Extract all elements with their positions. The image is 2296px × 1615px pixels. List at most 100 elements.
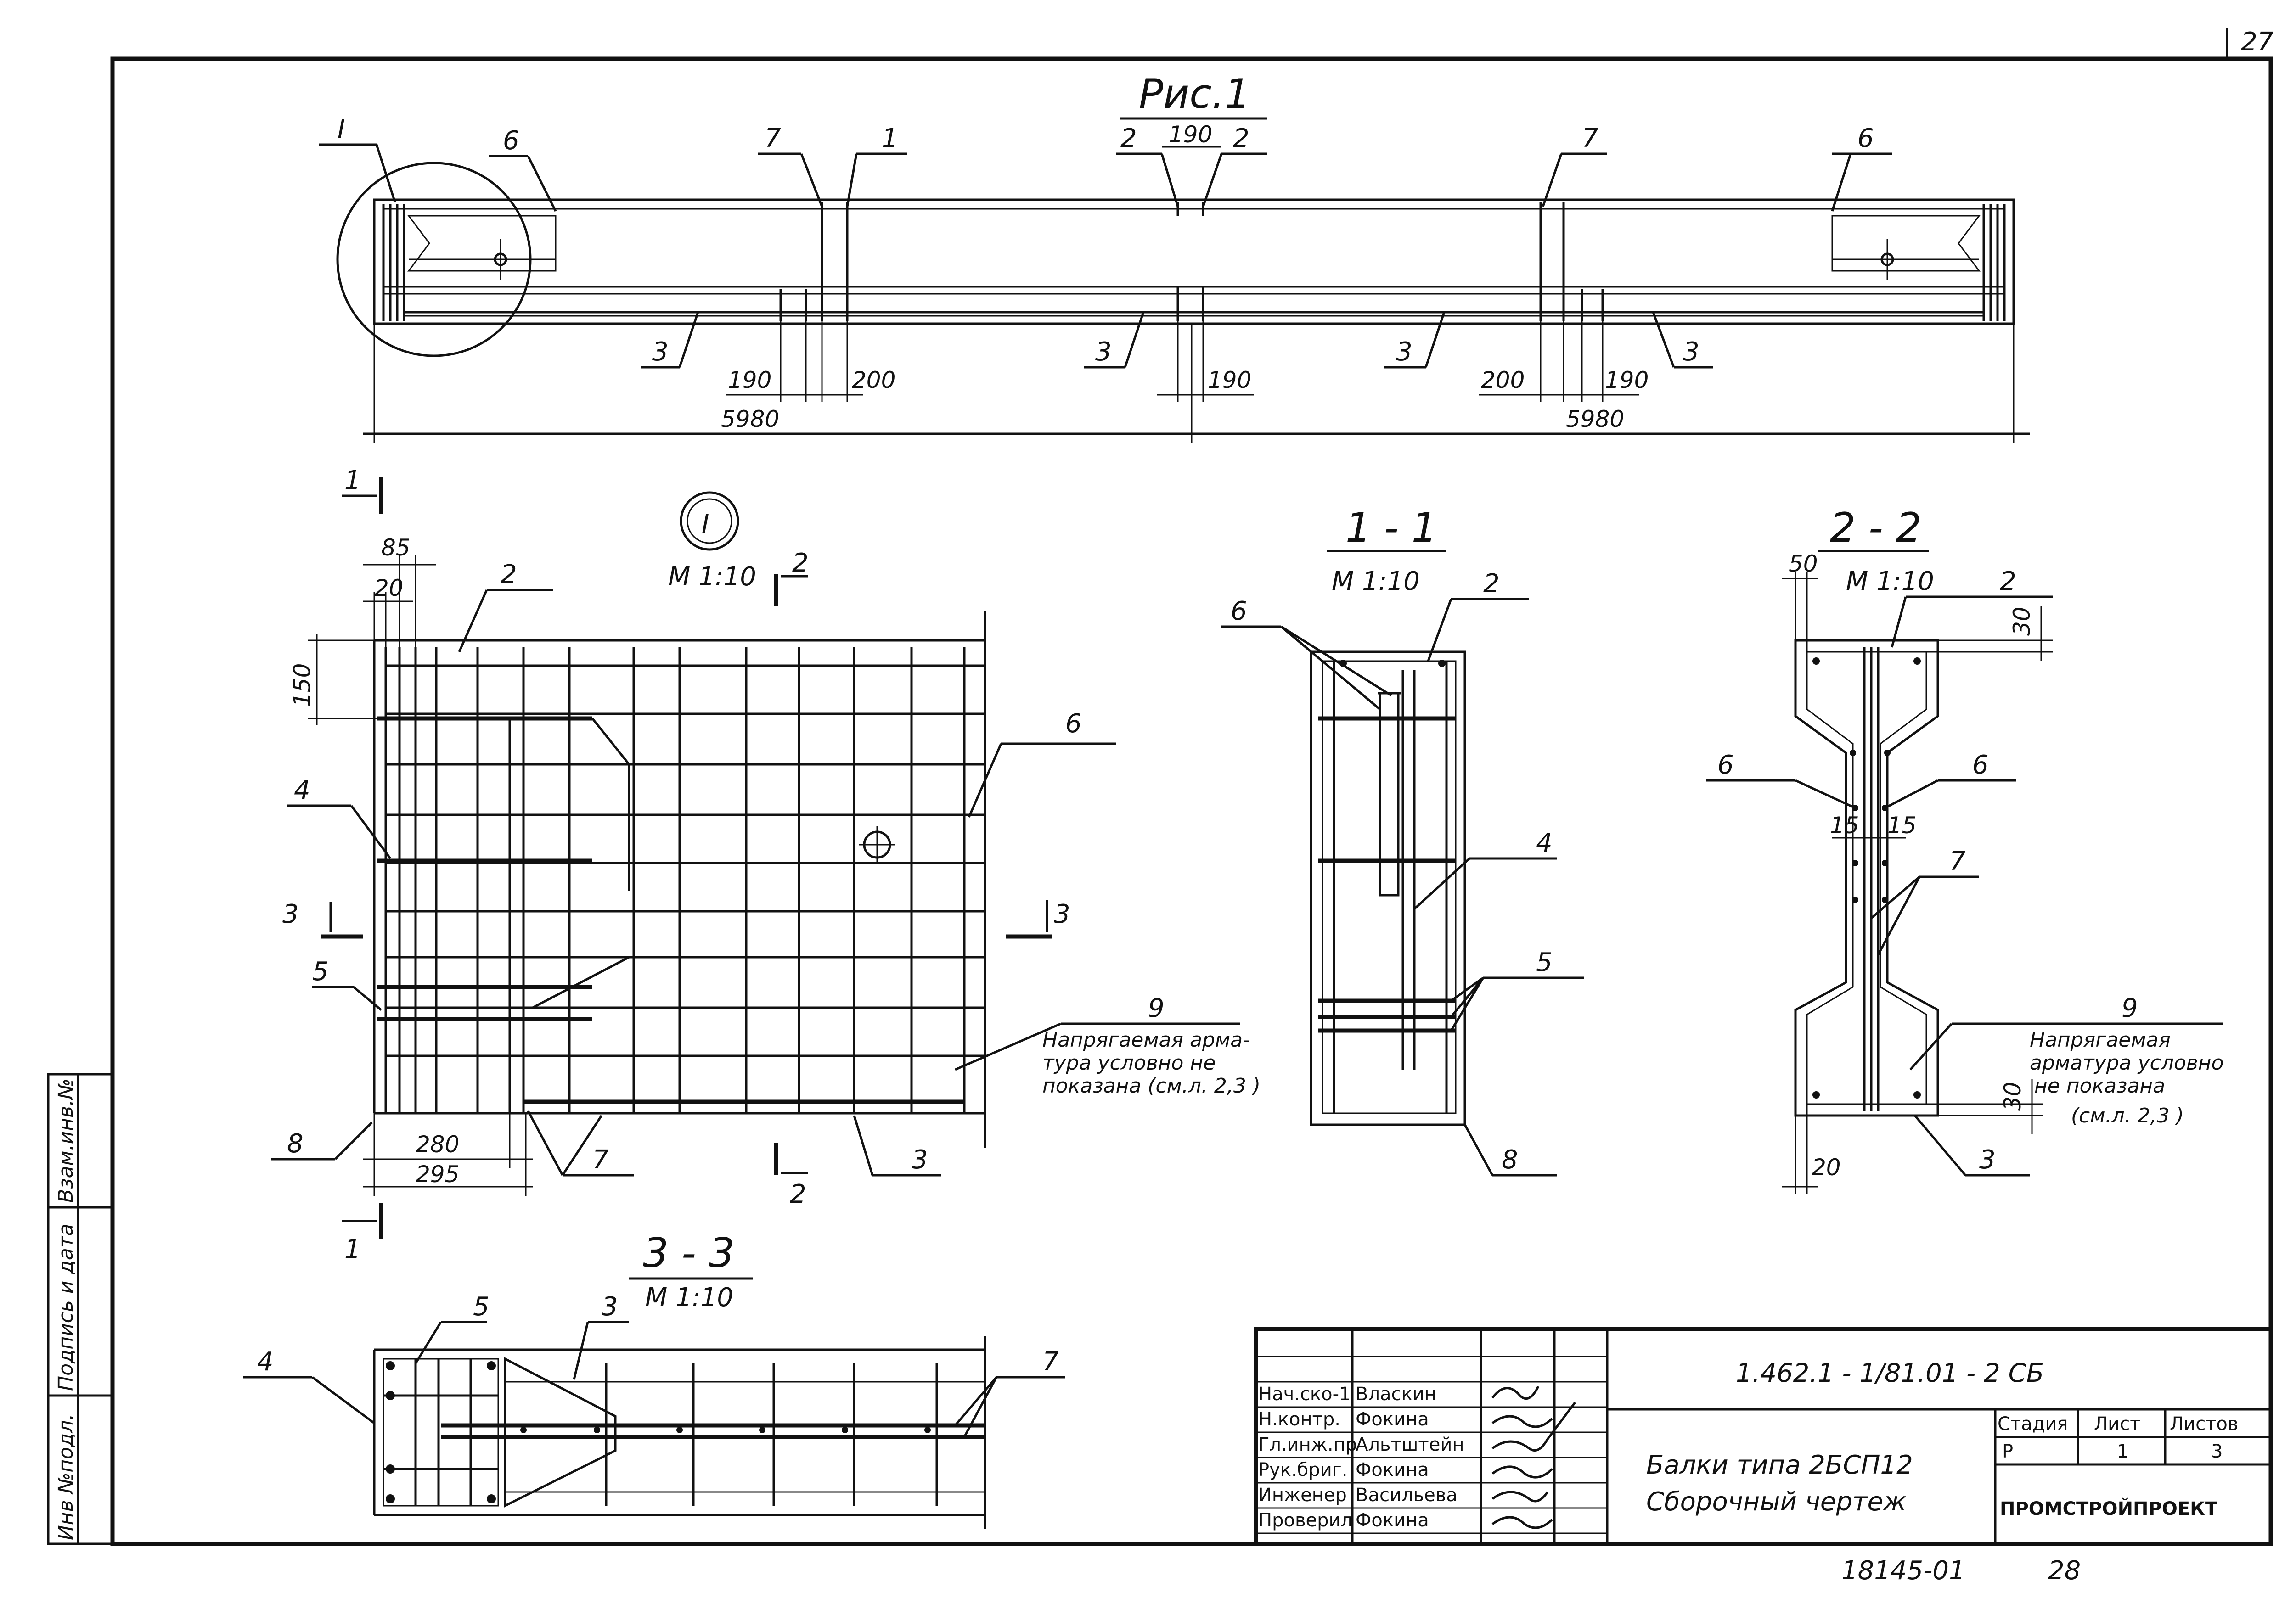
detail-callout: I [702, 509, 709, 539]
sec22-dim-20: 20 [1812, 1154, 1841, 1181]
fig1-dim-190-top: 190 [1169, 121, 1212, 148]
sec22-mark-9: 9 [2122, 993, 2138, 1023]
dim-85: 85 [381, 534, 411, 561]
cut-2-top: 2 [792, 548, 809, 578]
section-2-2: 2 - 2 М 1:10 50 30 2 6 6 [1706, 504, 2224, 1194]
stamp-cell-replace: Взам.инв.№ [54, 1078, 78, 1203]
fig1-mark-I: I [338, 114, 345, 144]
section-1-1: 1 - 1 М 1:10 6 2 4 5 8 [1221, 504, 1584, 1177]
dim-150: 150 [289, 663, 315, 707]
signatures [1491, 1385, 1576, 1529]
tb-organization: ПРОМСТРОЙПРОЕКТ [2000, 1497, 2218, 1520]
tb-sheets-header: Листов [2170, 1413, 2238, 1435]
sec22-dim-15-left: 15 [1830, 812, 1859, 839]
sec11-scale: М 1:10 [1332, 566, 1420, 596]
detail-mark-7: 7 [592, 1145, 609, 1175]
cut-1-top: 1 [344, 465, 361, 495]
sec22-note-line4: (см.л. 2,3 ) [2071, 1104, 2184, 1127]
tb-name-5: Васильева [1356, 1485, 1458, 1506]
footer-code: 18145-01 [1841, 1556, 1965, 1586]
sec22-mark-3: 3 [1979, 1145, 1996, 1175]
detail-mark-8: 8 [287, 1129, 304, 1159]
fig1-elevation: Рис.1 [319, 70, 2030, 443]
sec22-dim-30-bottom: 30 [1999, 1082, 2026, 1111]
sec33-mark-7: 7 [1042, 1347, 1059, 1377]
drawing-title-line1: Балки типа 2БСП12 [1646, 1450, 1913, 1480]
sec22-dim-15-right: 15 [1887, 812, 1917, 839]
sec11-mark-4: 4 [1536, 828, 1553, 858]
title-block: 1.462.1 - 1/81.01 - 2 СБ Нач.ско-1 Н.кон… [1254, 1327, 2273, 1546]
dim-20: 20 [374, 575, 404, 601]
detail-mark-9: 9 [1148, 993, 1165, 1023]
detail-note-line2: тура условно не [1042, 1051, 1216, 1075]
tb-role-6: Проверил [1258, 1510, 1352, 1531]
fig1-mark-1: 1 [882, 123, 898, 153]
tb-stage: Р [2002, 1441, 2013, 1462]
detail-mark-6: 6 [1065, 709, 1082, 739]
sec22-mark-6-right: 6 [1972, 750, 1989, 780]
sec22-note-line1: Напрягаемая [2030, 1028, 2171, 1052]
fig1-mark-7a: 7 [765, 123, 781, 153]
fig1-mark-2b: 2 [1233, 123, 1249, 153]
drawing-title-line2: Сборочный чертеж [1646, 1487, 1906, 1517]
sec33-mark-3: 3 [602, 1292, 618, 1322]
sec22-dim-50: 50 [1789, 550, 1818, 577]
fig1-mark-6b: 6 [1857, 123, 1874, 153]
footer-page: 28 [2048, 1556, 2081, 1586]
cut-1-bottom: 1 [344, 1234, 361, 1264]
sec11-title: 1 - 1 [1345, 504, 1437, 551]
sec33-scale: М 1:10 [645, 1283, 733, 1312]
page-number: 27 [2241, 27, 2274, 57]
detail-mark-3: 3 [912, 1145, 928, 1175]
sec11-mark-8: 8 [1502, 1145, 1518, 1175]
sec22-dim-30-top: 30 [2009, 606, 2035, 636]
cut-3-left: 3 [282, 899, 299, 929]
tb-name-2: Фокина [1356, 1409, 1429, 1430]
sec33-mark-5: 5 [473, 1292, 490, 1322]
sec22-mark-7: 7 [1949, 847, 1966, 876]
tb-name-3: Альтштейн [1356, 1434, 1464, 1455]
tb-sheets: 3 [2211, 1441, 2223, 1462]
tb-role-4: Рук.бриг. [1258, 1459, 1347, 1480]
tb-role-5: Инженер [1258, 1485, 1347, 1506]
doc-code: 1.462.1 - 1/81.01 - 2 СБ [1736, 1358, 2044, 1388]
tb-name-4: Фокина [1356, 1459, 1429, 1480]
sec22-note-line3: не показана [2034, 1074, 2165, 1098]
fig1-title: Рис.1 [1139, 70, 1250, 118]
fig1-mark-7b: 7 [1582, 123, 1598, 153]
side-stamp: Инв №подл. Подпись и дата Взам.инв.№ [47, 1073, 114, 1545]
fig1-mark-3a: 3 [652, 337, 669, 367]
detail-mark-4: 4 [294, 775, 310, 805]
sec11-mark-6: 6 [1231, 596, 1247, 626]
sec22-mark-2: 2 [2000, 566, 2016, 596]
detail-note-line1: Напрягаемая арма- [1042, 1028, 1250, 1052]
detail-scale: М 1:10 [668, 562, 756, 592]
tb-role-2: Н.контр. [1258, 1409, 1340, 1430]
tb-sheet: 1 [2117, 1441, 2128, 1462]
sec22-mark-6-left: 6 [1717, 750, 1734, 780]
fig1-dim-190-right: 190 [1605, 367, 1649, 393]
cut-2-bottom: 2 [790, 1179, 806, 1209]
fig1-mark-2a: 2 [1120, 123, 1137, 153]
sec22-note-line2: арматура условно [2030, 1051, 2224, 1075]
detail-mark-5: 5 [312, 957, 329, 987]
sec11-mark-2: 2 [1483, 569, 1500, 599]
detail-note-line3: показана (см.л. 2,3 ) [1042, 1074, 1261, 1098]
tb-name-6: Фокина [1356, 1510, 1429, 1531]
stamp-cell-sign: Подпись и дата [54, 1224, 78, 1391]
tb-sheet-header: Лист [2094, 1413, 2140, 1435]
tb-role-1: Нач.ско-1 [1258, 1384, 1351, 1405]
tb-role-3: Гл.инж.пр [1258, 1434, 1357, 1455]
sec22-scale: М 1:10 [1846, 566, 1934, 596]
sheet-frame [110, 56, 2273, 1546]
fig1-dim-5980-left: 5980 [721, 406, 779, 432]
fig1-mark-6a: 6 [503, 126, 519, 156]
tb-name-1: Власкин [1356, 1384, 1436, 1405]
tb-stage-header: Стадия [1998, 1413, 2068, 1435]
sec11-mark-5: 5 [1536, 948, 1553, 977]
fig1-dim-190-left: 190 [728, 367, 771, 393]
sec22-title: 2 - 2 [1830, 504, 1922, 551]
fig1-dim-5980-right: 5980 [1566, 406, 1624, 432]
section-3-3: 3 - 3 М 1:10 [243, 1229, 1065, 1529]
fig1-dim-190-center: 190 [1208, 367, 1251, 393]
